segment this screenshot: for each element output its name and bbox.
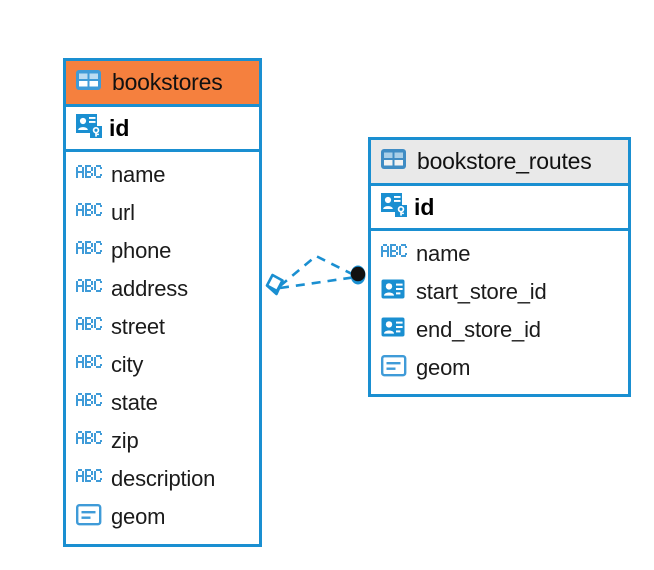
field-label: zip: [111, 428, 139, 453]
field-label: geom: [111, 504, 166, 529]
field-label: geom: [416, 355, 471, 380]
field-label: state: [111, 390, 158, 415]
field-row[interactable]: geom: [66, 498, 259, 536]
table-icon: [380, 148, 407, 175]
field-label: end_store_id: [416, 317, 541, 342]
field-label: street: [111, 314, 165, 339]
field-row[interactable]: url: [66, 194, 259, 232]
table-icon: [75, 69, 102, 96]
entity-bookstore-routes[interactable]: bookstore_routes id: [368, 137, 631, 397]
field-label: phone: [111, 238, 172, 263]
abc-text-icon: [76, 355, 102, 375]
diamond-endpoint: [265, 273, 284, 296]
field-label: url: [111, 200, 135, 225]
abc-text-icon: [76, 165, 102, 185]
primary-key-row[interactable]: id: [66, 107, 259, 152]
foreign-key-icon: [381, 279, 407, 306]
field-row[interactable]: name: [66, 156, 259, 194]
entity-title: bookstore_routes: [417, 148, 592, 174]
abc-text-icon: [76, 317, 102, 337]
field-row[interactable]: phone: [66, 232, 259, 270]
abc-text-icon: [76, 203, 102, 223]
primary-key-label: id: [109, 114, 130, 141]
field-row[interactable]: state: [66, 384, 259, 422]
primary-key-row[interactable]: id: [371, 186, 628, 231]
field-label: name: [111, 162, 166, 187]
primary-key-label: id: [414, 193, 435, 220]
field-label: description: [111, 466, 216, 491]
field-row[interactable]: geom: [371, 349, 628, 387]
foreign-key-icon: [381, 317, 407, 344]
abc-text-icon: [381, 244, 407, 264]
field-list-bookstore-routes: name start_store_id: [371, 231, 628, 387]
field-row[interactable]: start_store_id: [371, 273, 628, 311]
field-row[interactable]: street: [66, 308, 259, 346]
relationship-line-upper: [279, 254, 357, 287]
filled-circle-endpoint: [350, 265, 366, 285]
entity-title: bookstores: [112, 69, 223, 95]
entity-bookstores[interactable]: bookstores id: [63, 58, 262, 547]
primary-key-icon: [75, 113, 103, 144]
abc-text-icon: [76, 469, 102, 489]
geometry-icon: [76, 503, 102, 531]
entity-header-bookstores[interactable]: bookstores: [66, 61, 259, 107]
abc-text-icon: [76, 431, 102, 451]
field-row[interactable]: end_store_id: [371, 311, 628, 349]
field-row[interactable]: address: [66, 270, 259, 308]
relationship-line-lower: [279, 275, 357, 290]
geometry-icon: [381, 354, 407, 382]
field-list-bookstores: name: [66, 152, 259, 536]
abc-text-icon: [76, 279, 102, 299]
field-label: start_store_id: [416, 279, 547, 304]
field-row[interactable]: description: [66, 460, 259, 498]
field-label: address: [111, 276, 188, 301]
primary-key-icon: [380, 192, 408, 223]
abc-text-icon: [76, 393, 102, 413]
field-row[interactable]: name: [371, 235, 628, 273]
field-row[interactable]: zip: [66, 422, 259, 460]
field-row[interactable]: city: [66, 346, 259, 384]
field-label: name: [416, 241, 471, 266]
abc-text-icon: [76, 241, 102, 261]
relationship-connector[interactable]: [258, 244, 378, 306]
entity-header-bookstore-routes[interactable]: bookstore_routes: [371, 140, 628, 186]
field-label: city: [111, 352, 144, 377]
